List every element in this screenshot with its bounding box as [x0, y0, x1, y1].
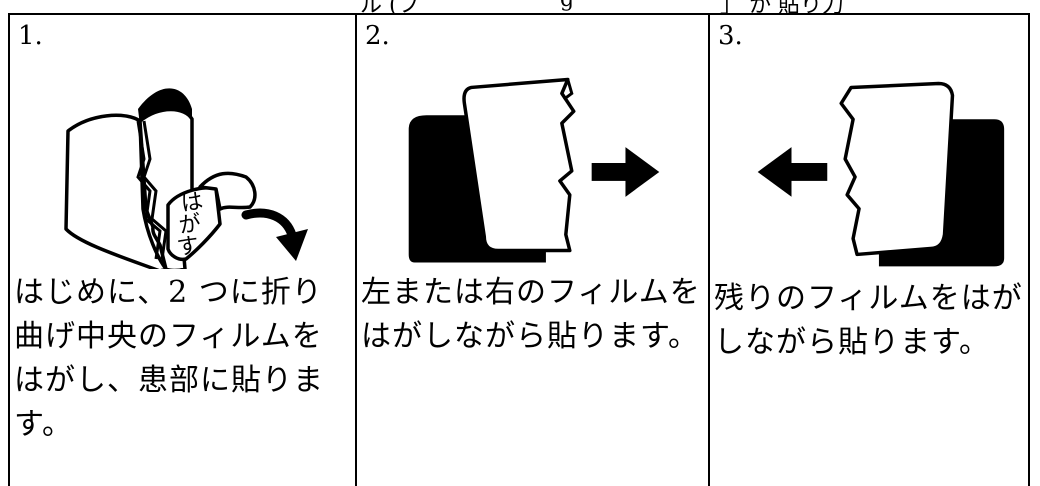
step-1-number: 1. — [18, 21, 43, 51]
right-arrow-icon — [591, 147, 660, 197]
header-fragment-left: ル (フ — [360, 0, 420, 14]
step-3-number: 3. — [718, 21, 743, 51]
film-peel-right-icon — [408, 77, 660, 263]
header-fragment-right: 」 か 貼り力 — [720, 0, 844, 14]
step-3-text: 残りのフィルムをはがしながら貼ります。 — [714, 281, 1023, 360]
instruction-table: 1. は が す はじめに、2 つに折り曲げ中央のフィルムをはがし、患部に貼りま… — [8, 13, 1030, 486]
step-1-text: はじめに、2 つに折り曲げ中央のフィルムをはがし、患部に貼ります。 — [14, 275, 324, 442]
film-peel-left-icon — [757, 81, 1005, 267]
cropped-header-text: ル (フ g 」 か 貼り力 — [0, 0, 1040, 14]
left-arrow-icon — [757, 147, 828, 197]
step-2-number: 2. — [365, 21, 390, 51]
peel-label-3: す — [175, 233, 200, 261]
film-fold-peel-icon: は が す — [64, 88, 308, 269]
step-1-cell: 1. は が す はじめに、2 つに折り曲げ中央のフィルムをはがし、患部に貼りま… — [10, 15, 355, 486]
step-2-cell: 2. 左または右のフィルムをはがしながら貼ります。 — [355, 15, 708, 486]
step-3-cell: 3. 残りのフィルムをはがしながら貼ります。 — [708, 15, 1028, 486]
step-2-text: 左または右のフィルムをはがしながら貼ります。 — [361, 275, 701, 354]
peel-label-2: が — [177, 211, 202, 239]
peel-label-1: は — [179, 189, 204, 217]
header-fragment-middle: g — [560, 0, 574, 12]
